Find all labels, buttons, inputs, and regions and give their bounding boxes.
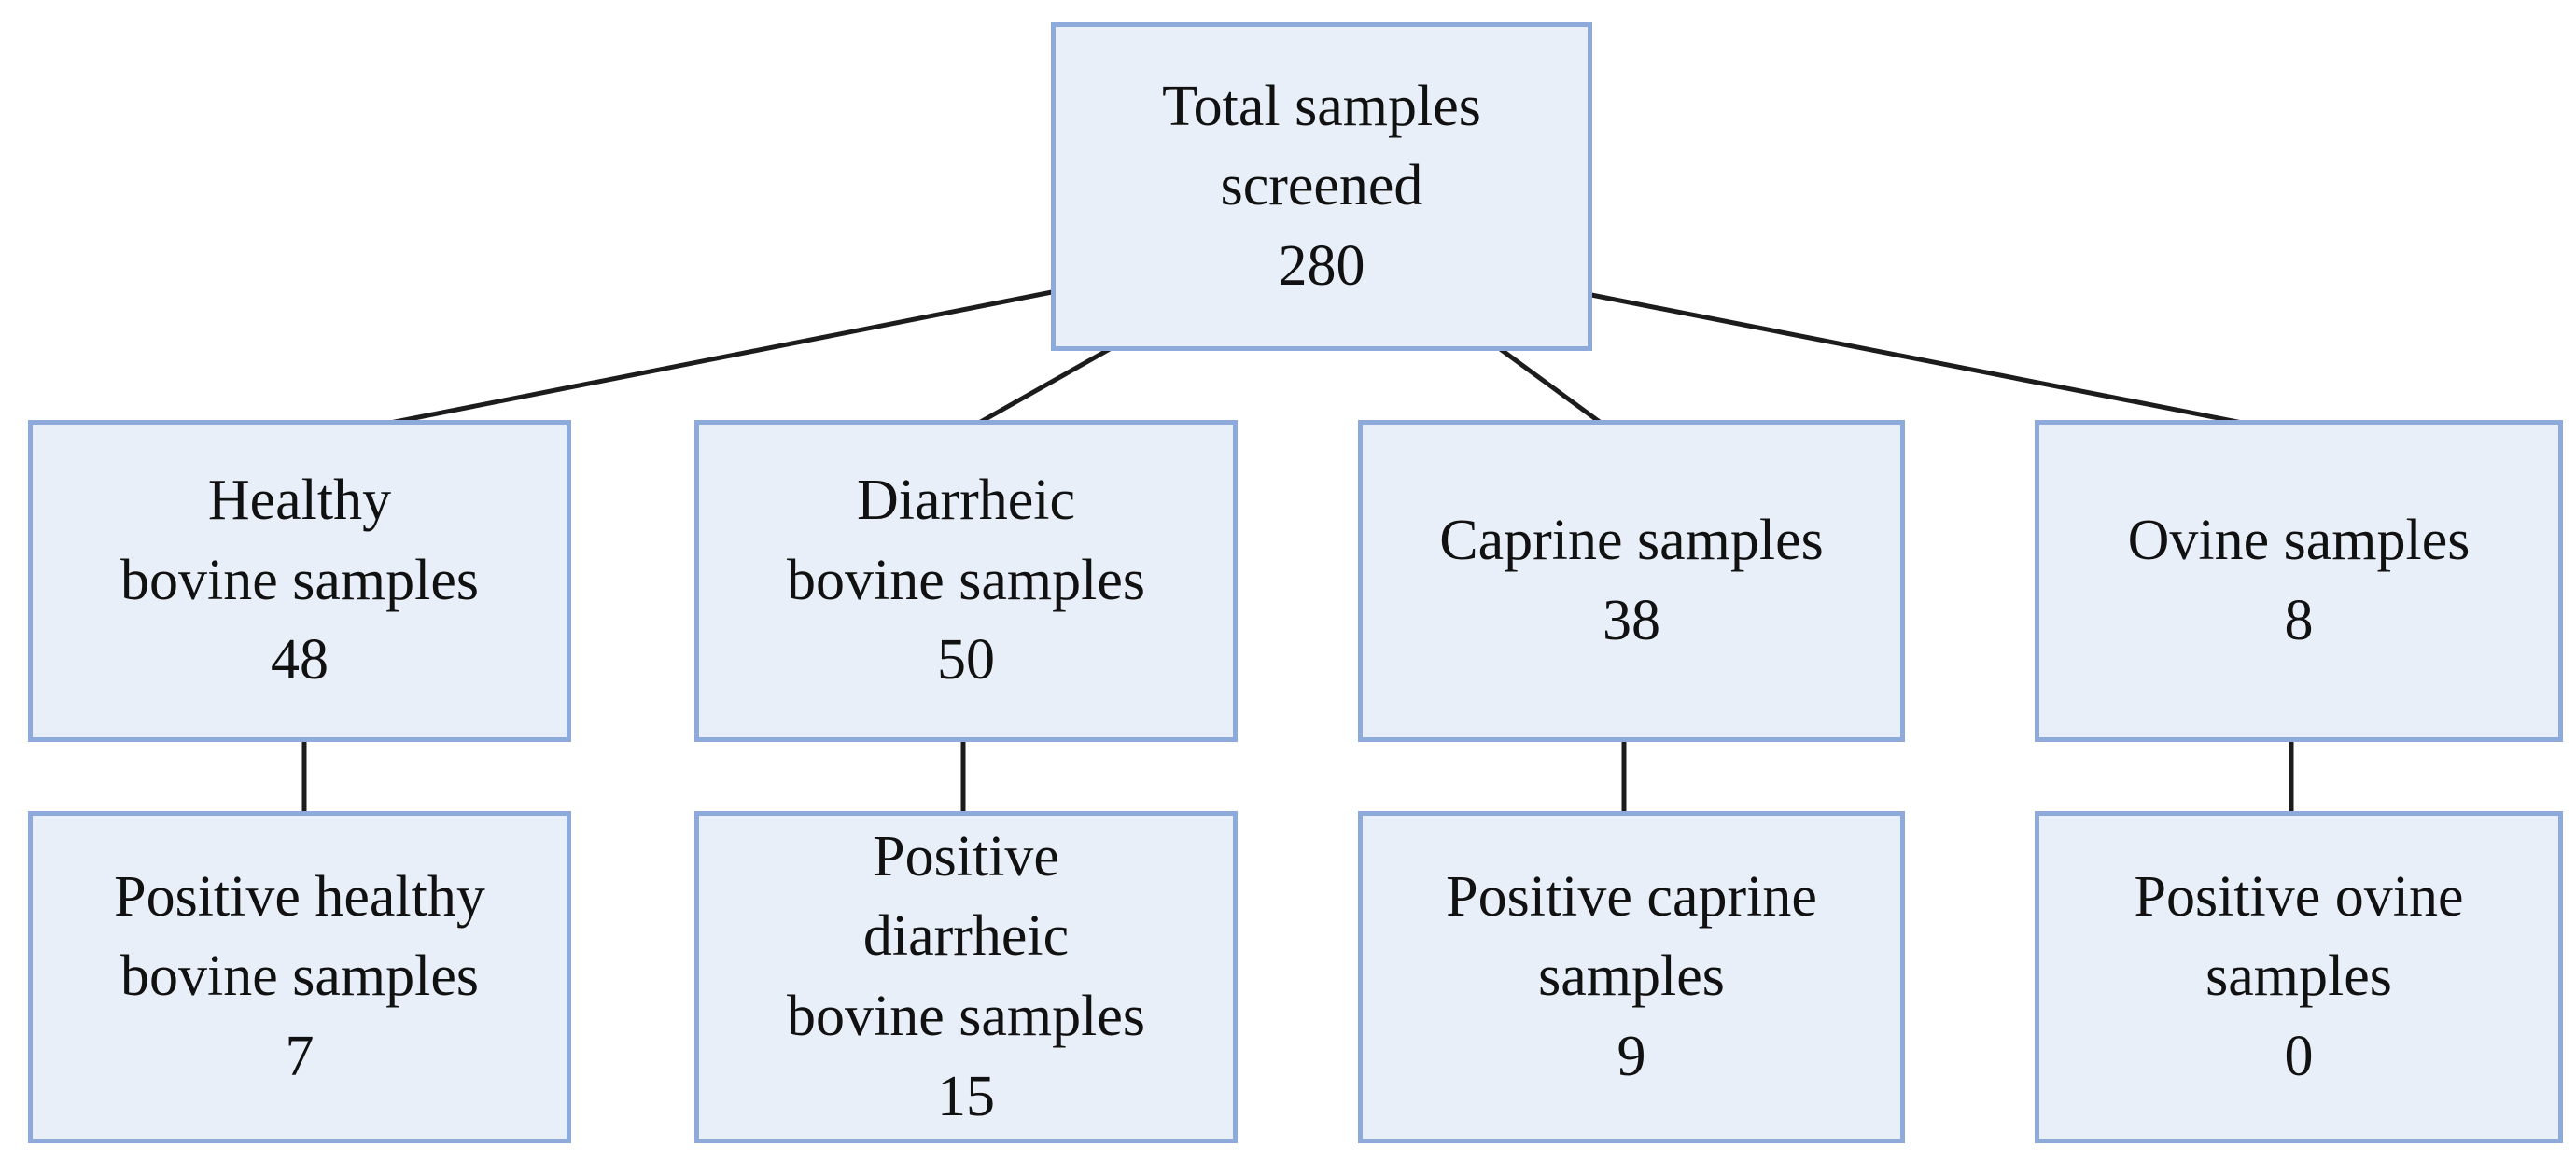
connector-total-to-ovine <box>1584 291 2269 430</box>
node-value: 0 <box>2284 1024 2314 1088</box>
node-value: 50 <box>937 628 995 692</box>
node-label-line: Positive caprine <box>1446 864 1817 929</box>
node-value: 7 <box>285 1024 315 1088</box>
node-positive-caprine-samples: Positive caprine samples 9 <box>1358 811 1905 1143</box>
node-label-line: bovine samples <box>787 548 1145 612</box>
node-caprine-samples: Caprine samples 38 <box>1358 420 1905 742</box>
node-total-samples-screened: Total samples screened 280 <box>1051 22 1592 351</box>
node-value: 8 <box>2284 588 2314 652</box>
node-label-line: Positive healthy <box>114 864 485 929</box>
node-label-line: screened <box>1220 154 1423 218</box>
node-label-line: samples <box>1538 944 1725 1009</box>
node-label-line: bovine samples <box>120 548 479 612</box>
node-diarrheic-bovine-samples: Diarrheic bovine samples 50 <box>694 420 1238 742</box>
node-label-line: samples <box>2205 944 2392 1009</box>
node-label-line: Positive <box>873 824 1059 888</box>
connector-total-to-healthy <box>378 288 1059 427</box>
node-positive-diarrheic-bovine-samples: Positive diarrheic bovine samples 15 <box>694 811 1238 1143</box>
node-label-line: bovine samples <box>787 985 1145 1048</box>
node-positive-ovine-samples: Positive ovine samples 0 <box>2035 811 2563 1143</box>
node-label-line: Healthy <box>207 469 392 533</box>
node-ovine-samples: Ovine samples 8 <box>2035 420 2563 742</box>
connector-total-to-caprine <box>1492 343 1610 430</box>
node-value: 48 <box>271 628 329 692</box>
node-label-line: diarrheic <box>862 904 1070 969</box>
node-positive-healthy-bovine-samples: Positive healthy bovine samples 7 <box>28 811 571 1143</box>
node-value: 280 <box>1278 233 1365 298</box>
node-value: 38 <box>1603 588 1660 652</box>
node-value: 15 <box>937 1064 995 1128</box>
node-value: 9 <box>1617 1024 1646 1088</box>
node-label-line: Ovine samples <box>2127 508 2471 572</box>
node-label-line: Diarrheic <box>856 469 1076 533</box>
node-label-line: Total samples <box>1162 74 1481 138</box>
node-label-line: Positive ovine <box>2134 864 2464 929</box>
node-label-line: Caprine samples <box>1439 508 1824 572</box>
connector-total-to-diarrheic <box>968 343 1119 430</box>
node-label-line: bovine samples <box>120 944 479 1009</box>
node-healthy-bovine-samples: Healthy bovine samples 48 <box>28 420 571 742</box>
